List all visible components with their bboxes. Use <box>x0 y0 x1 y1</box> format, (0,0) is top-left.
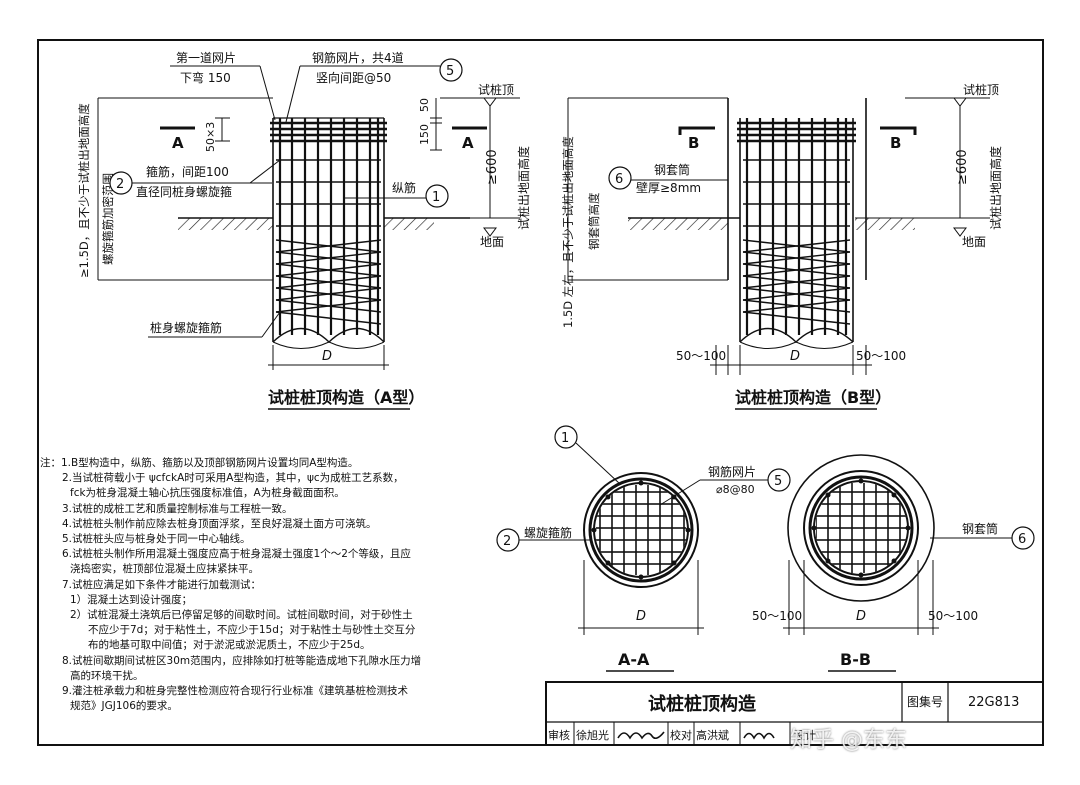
note-7-2c: 布的地基可取中间值；对于淤泥或淤泥质土，不应少于25d。 <box>88 639 371 652</box>
pile-top-label-b: 试桩顶 <box>963 82 999 97</box>
height-above-b: 试桩出地面高度 <box>988 146 1003 230</box>
dim-150: 150 <box>418 124 431 145</box>
svg-text:6: 6 <box>615 172 623 187</box>
note-3: 3.试桩的成桩工艺和质量控制标准与工程桩一致。 <box>62 502 293 515</box>
diameter-bb: D <box>856 609 866 624</box>
title-block: 试桩桩顶构造 图集号 22G813 审核 徐旭光 校对 高洪斌 设计 <box>545 681 1044 746</box>
sheet-border <box>37 39 1044 746</box>
dim-side-bb-right: 50～100 <box>928 609 978 623</box>
stirrup-line1: 箍筋，间距100 <box>146 164 229 179</box>
callout-5-a <box>439 58 463 82</box>
note-5: 5.试桩桩头应与桩身处于同一中心轴线。 <box>62 533 251 546</box>
stirrup-line2: 直径同桩身螺旋箍 <box>136 184 232 199</box>
mesh-spec-aa: ⌀8@80 <box>716 483 755 496</box>
sleeve-label-bb: 钢套筒 <box>962 521 998 536</box>
svg-text:2: 2 <box>116 177 124 192</box>
section-b-left: B <box>688 134 699 152</box>
dim-side-b-right: 50～100 <box>856 349 906 363</box>
section-bb: 钢套筒 6 50～100 D 50～100 B-B <box>752 454 1035 672</box>
mesh-count-label: 钢筋网片，共4道 <box>312 50 404 65</box>
notes-block: 注：1.B型构造中，纵筋、箍筋以及顶部钢筋网片设置均同A型构造。 2.当试桩荷载… <box>40 456 540 714</box>
dim-50x3: 50×3 <box>204 122 217 152</box>
checker-signature <box>743 732 775 740</box>
note-1: 注：1.B型构造中，纵筋、箍筋以及顶部钢筋网片设置均同A型构造。 <box>40 457 359 469</box>
svg-text:6: 6 <box>1018 532 1026 547</box>
diameter-b: D <box>790 349 800 364</box>
pile-top-label-a: 试桩顶 <box>478 82 514 97</box>
dim-side-bb-left: 50～100 <box>752 609 802 623</box>
first-mesh-label: 第一道网片 <box>176 51 236 65</box>
review-label: 审核 <box>548 728 570 742</box>
note-2a: 2.当试桩荷载小于 ψcfckA时可采用A型构造，其中，ψc为成桩工艺系数， <box>62 472 404 485</box>
ge600-a: ≥600 <box>485 149 500 185</box>
note-7-2b: 不应少于7d；对于粘性土，不应少于15d；对于粘性土与砂性土交互分 <box>88 624 416 637</box>
watermark: 知乎 @东东 <box>790 728 907 753</box>
svg-text:1: 1 <box>561 431 569 446</box>
dim-50: 50 <box>418 98 431 112</box>
section-a-right: A <box>462 134 474 152</box>
note-2b: fck为桩身混凝土轴心抗压强度标准值，A为桩身截面面积。 <box>70 487 345 500</box>
section-aa: 1 钢筋网片 ⌀8@80 5 2 螺旋箍筋 D A-A <box>496 425 791 672</box>
atlas-no: 22G813 <box>968 695 1019 710</box>
caption-a: 试桩桩顶构造（A型） <box>268 388 424 407</box>
atlas-label: 图集号 <box>907 694 943 709</box>
spiral-label-aa: 螺旋箍筋 <box>524 525 572 540</box>
reviewer-signature <box>617 731 665 740</box>
ground-label-a: 地面 <box>480 235 504 249</box>
checker-name: 高洪斌 <box>696 728 729 742</box>
callout-6-b <box>608 166 632 190</box>
mesh-label-aa: 钢筋网片 <box>708 464 756 479</box>
longitudinal-label: 纵筋 <box>392 180 416 195</box>
svg-text:1: 1 <box>432 190 440 205</box>
callout-6-bb <box>1011 526 1035 550</box>
left-vertical-a: ≥1.5D，且不少于试桩出地面高度 <box>77 103 91 278</box>
wall-thickness-label: 壁厚≥8mm <box>636 180 701 195</box>
section-a-left: A <box>172 134 184 152</box>
left-vertical-b2: 钢套筒高度 <box>587 192 601 250</box>
left-vertical-b: 1.5D 左右，且不少于试桩出地面高度 <box>561 136 575 328</box>
note-6a: 6.试桩桩头制作所用混凝土强度应高于桩身混凝土强度1个～2个等级，且应 <box>62 548 411 561</box>
note-7: 7.试桩应满足如下条件才能进行加载测试： <box>62 578 262 591</box>
note-6b: 浇捣密实，桩顶部位混凝土应抹紧抹平。 <box>70 563 259 576</box>
dim-side-b-left: 50～100 <box>676 349 726 363</box>
callout-1-a <box>425 184 449 208</box>
design-label: 设计 <box>794 729 816 742</box>
spiral-label-a: 桩身螺旋箍筋 <box>150 320 222 335</box>
caption-b: 试桩桩顶构造（B型） <box>735 388 891 407</box>
note-8b: 高的环境干扰。 <box>70 669 144 682</box>
svg-text:2: 2 <box>503 534 511 549</box>
note-7-2a: 2）试桩混凝土浇筑后已停留足够的间歇时间。试桩间歇时间，对于砂性土 <box>70 609 413 622</box>
svg-text:5: 5 <box>774 474 782 489</box>
title-main: 试桩桩顶构造 <box>648 693 756 715</box>
ge600-b: ≥600 <box>955 149 970 185</box>
callout-5-aa <box>767 468 791 492</box>
ground-label-b: 地面 <box>962 235 986 249</box>
note-9a: 9.灌注桩承载力和桩身完整性检测应符合现行行业标准《建筑基桩检测技术 <box>62 685 409 698</box>
caption-bb: B-B <box>840 650 871 669</box>
note-8a: 8.试桩间歇期间试桩区30m范围内，应排除如打桩等能造成地下孔隙水压力增 <box>62 654 422 667</box>
check-label: 校对 <box>670 728 692 742</box>
steel-sleeve-label: 钢套筒 <box>654 162 690 177</box>
left-vertical-a2: 螺旋箍筋加密范围 <box>101 173 115 265</box>
height-above-a: 试桩出地面高度 <box>516 146 531 230</box>
note-4: 4.试桩桩头制作前应除去桩身顶面浮浆，至良好混凝土面方可浇筑。 <box>62 517 377 530</box>
callout-1-aa <box>554 425 578 449</box>
bend-down-label: 下弯 150 <box>180 70 231 85</box>
type-b-detail: B B 试桩顶 ≥600 试桩出地面高度 地面 1.5D 左右，且不少于试桩出地… <box>561 82 1003 410</box>
note-9b: 规范》JGJ106的要求。 <box>70 700 178 713</box>
diameter-aa: D <box>636 609 646 624</box>
section-b-right: B <box>890 134 901 152</box>
type-a-detail: A A 50×3 50 150 试桩顶 ≥600 试桩出地面高度 地面 ≥1.5… <box>77 50 531 410</box>
reviewer-name: 徐旭光 <box>576 728 609 742</box>
svg-text:5: 5 <box>446 64 454 79</box>
note-7-1: 1）混凝土达到设计强度； <box>70 593 193 606</box>
mesh-spacing-label: 竖向间距@50 <box>316 70 391 85</box>
caption-aa: A-A <box>618 650 650 669</box>
diameter-a: D <box>322 349 332 364</box>
